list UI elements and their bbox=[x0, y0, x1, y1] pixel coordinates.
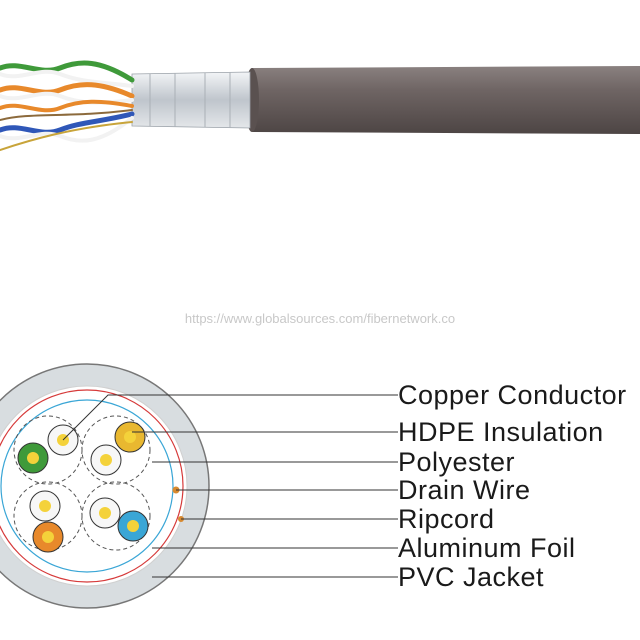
twisted-pairs-side bbox=[0, 60, 135, 151]
label-copper-conductor: Copper Conductor bbox=[398, 380, 627, 410]
label-aluminum-foil: Aluminum Foil bbox=[398, 533, 576, 563]
foil-ring bbox=[0, 389, 184, 583]
label-hdpe-insulation: HDPE Insulation bbox=[398, 417, 604, 447]
pvc-jacket-side bbox=[248, 66, 640, 134]
cable-side-view bbox=[0, 60, 640, 151]
watermark-url: https://www.globalsources.com/fibernetwo… bbox=[184, 311, 456, 326]
aluminum-foil-side bbox=[131, 71, 251, 129]
pair-groups bbox=[13, 415, 151, 551]
leader-lines bbox=[62, 394, 398, 578]
label-polyester: Polyester bbox=[398, 447, 516, 477]
label-drain-wire: Drain Wire bbox=[398, 475, 531, 505]
label-ripcord: Ripcord bbox=[398, 504, 495, 534]
label-pvc-jacket: PVC Jacket bbox=[398, 562, 545, 592]
cable-cross-section bbox=[0, 363, 398, 609]
polyester-ring bbox=[0, 399, 174, 573]
